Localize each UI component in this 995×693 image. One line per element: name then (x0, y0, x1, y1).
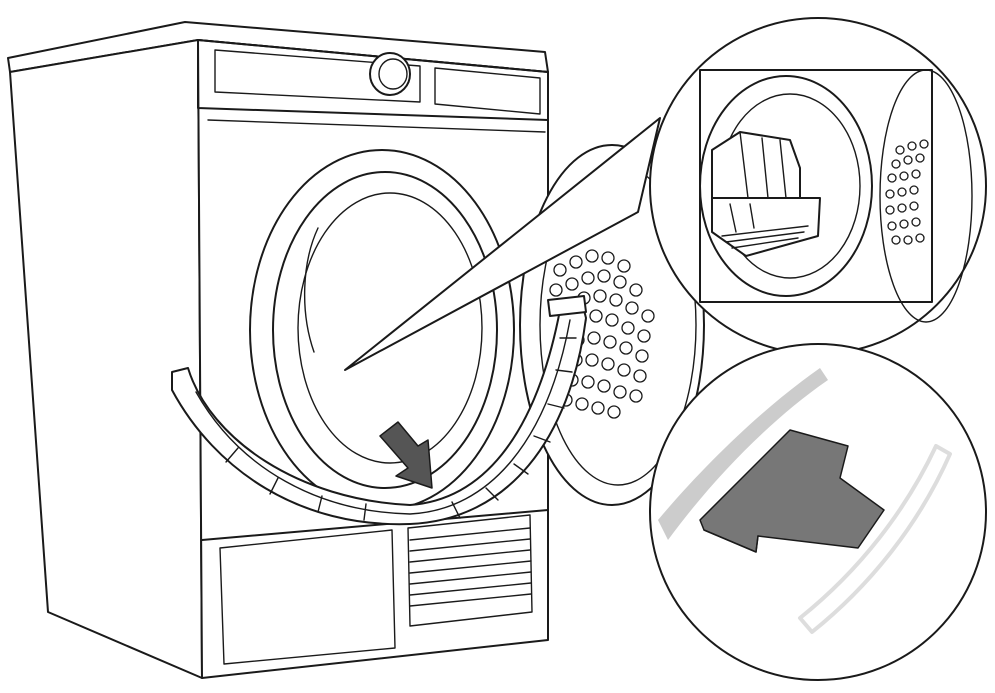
filter-rib (533, 435, 551, 443)
condenser-flap (219, 529, 396, 665)
filter-rib (225, 447, 239, 463)
filter-rib (547, 403, 565, 409)
filter-handle-tab (547, 295, 587, 317)
filter-rib (451, 501, 461, 519)
filter-rib (317, 495, 323, 513)
control-panel (197, 39, 549, 121)
detail-view-bottom (649, 343, 987, 681)
front-panel-seam (207, 119, 546, 133)
callout-pointer (344, 117, 661, 371)
detail-drum-seal (699, 75, 873, 297)
detail-door-holes (885, 139, 929, 245)
drum-back (297, 192, 483, 464)
drum-paddle (303, 227, 319, 353)
door-seal-outer (249, 149, 515, 511)
plinth-line (201, 509, 549, 541)
filter-rib (555, 369, 573, 373)
filter-rib (513, 463, 529, 475)
detail-filter-handle-edge (703, 529, 759, 553)
ventilation-grille (407, 514, 533, 627)
detail-seal-ring (658, 368, 828, 540)
program-knob (369, 52, 411, 96)
detail-filter-housing (711, 131, 821, 257)
detail-door-edge (879, 69, 973, 323)
filter-rib (485, 487, 499, 501)
filter-mesh-centerline (195, 319, 571, 515)
magnifier-callouts (344, 17, 987, 681)
control-buttons-area (434, 67, 541, 115)
display-window (214, 49, 421, 103)
detail-filter-outline (798, 444, 952, 634)
door-seal-inner (272, 171, 498, 489)
filter-rib (269, 477, 279, 495)
fluff-filter (171, 295, 587, 526)
filter-rib (363, 503, 367, 521)
drum-opening (249, 149, 515, 511)
arrow-down-right-icon (379, 421, 433, 489)
dryer-side-panel (9, 39, 203, 679)
detail-view-top (649, 17, 987, 355)
